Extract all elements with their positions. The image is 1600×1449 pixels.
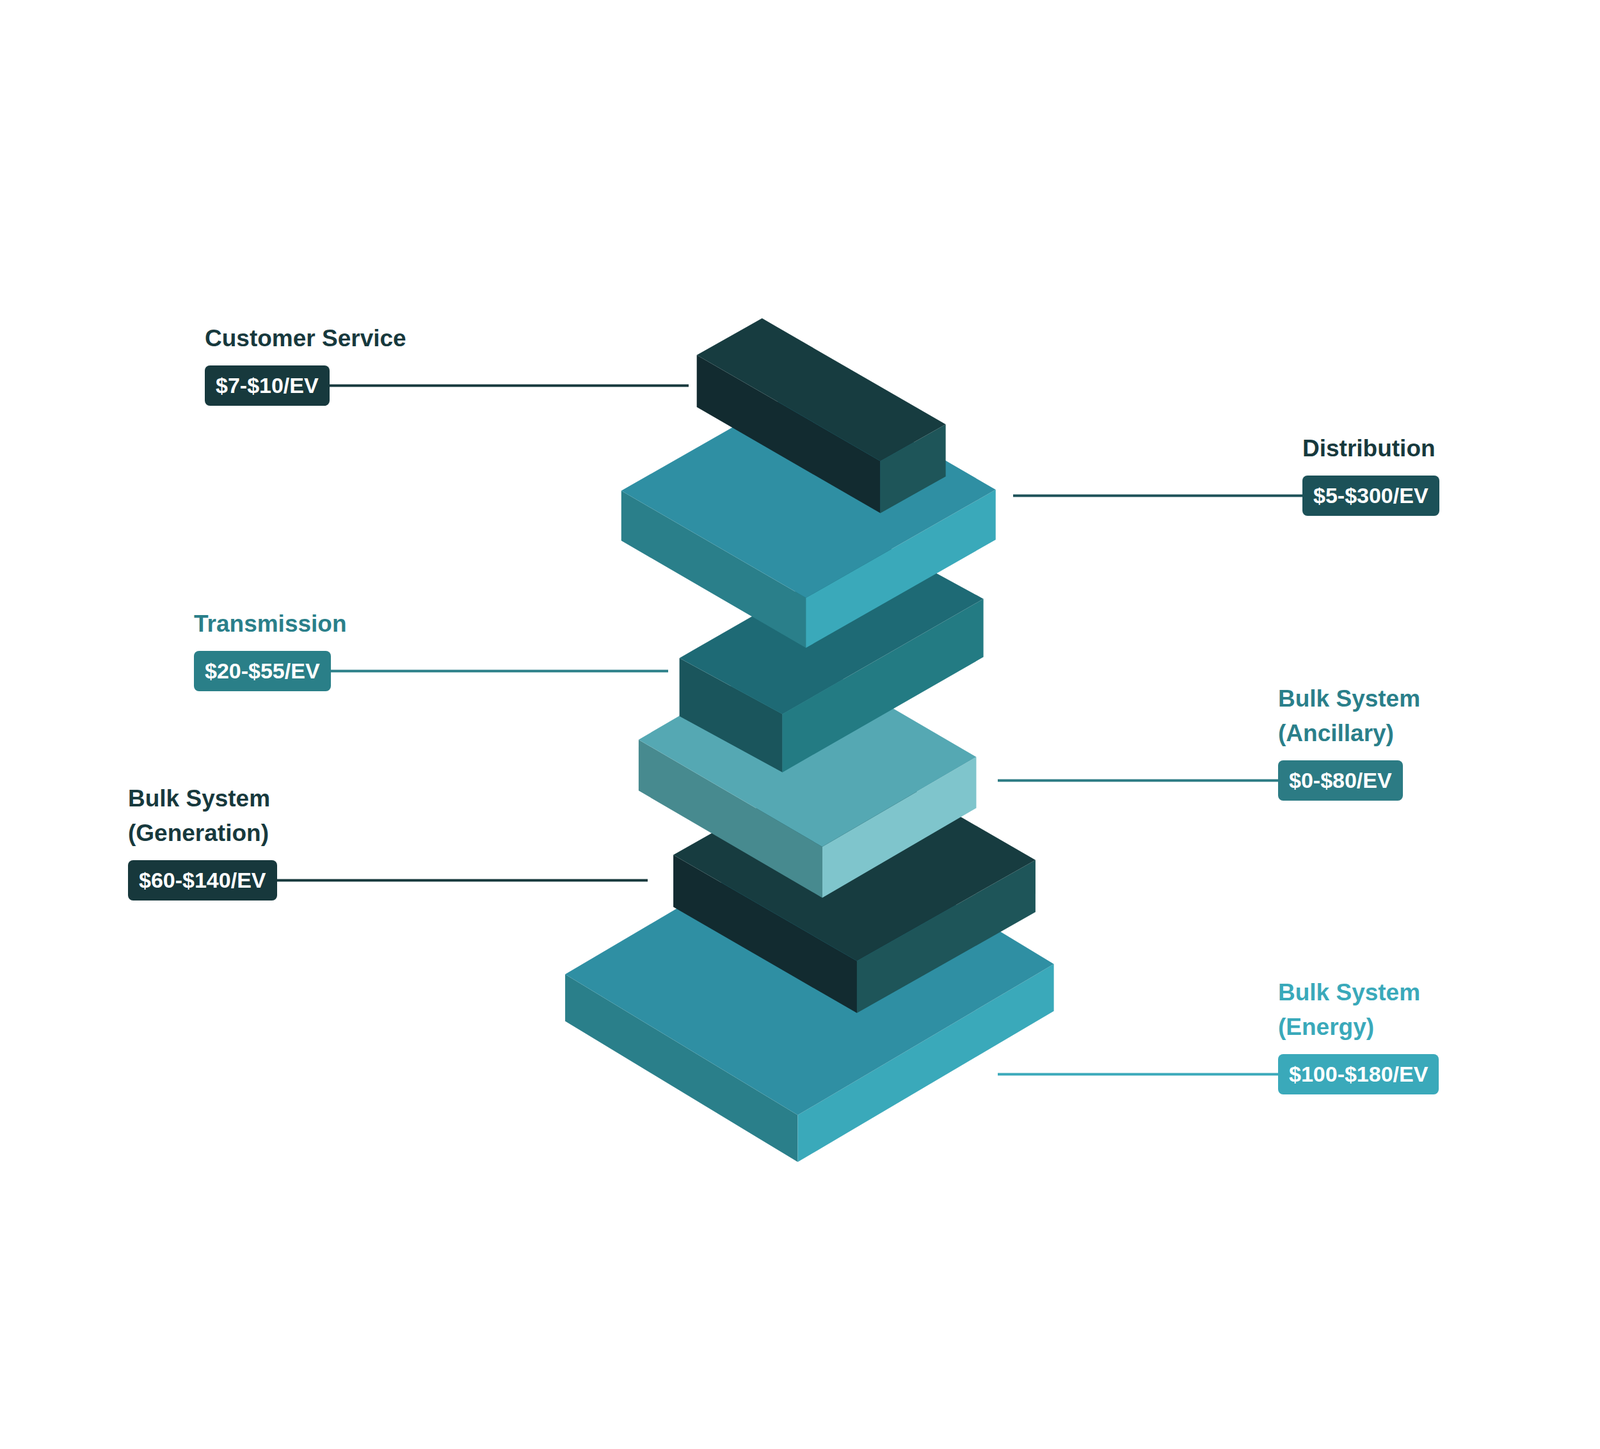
cost-range-tag: $0-$80/EV [1278, 760, 1403, 801]
price-callout: Distribution $5-$300/EV [1302, 431, 1440, 516]
slab-top-face [696, 318, 946, 461]
price-callout: Customer Service $7-$10/EV [204, 321, 407, 406]
cost-range-tag: $5-$300/EV [1302, 475, 1440, 516]
price-callout: Transmission $20-$55/EV [193, 606, 347, 692]
cost-range-tag: $100-$180/EV [1278, 1054, 1439, 1095]
cost-category: Bulk System (Energy) [1278, 975, 1471, 1045]
cost-range-tag: $60-$140/EV [128, 860, 278, 901]
slab [696, 318, 946, 513]
leader-line [329, 384, 689, 388]
cost-range-tag: $7-$10/EV [204, 365, 330, 406]
price-callout: Bulk System (Ancillary) $0-$80/EV [1278, 681, 1471, 801]
price-callout: Bulk System (Generation) $60-$140/EV [128, 781, 320, 901]
cost-category: Bulk System (Ancillary) [1278, 681, 1471, 751]
leader-line [277, 879, 649, 882]
cost-category: Transmission [193, 606, 347, 642]
cost-category: Distribution [1302, 431, 1440, 466]
leader-line [997, 1073, 1279, 1076]
cost-category: Bulk System (Generation) [128, 781, 320, 851]
leader-line [1013, 494, 1303, 498]
price-callout: Bulk System (Energy) $100-$180/EV [1278, 975, 1471, 1095]
cost-range-tag: $20-$55/EV [193, 650, 331, 692]
leader-line [330, 670, 669, 673]
leader-line [997, 779, 1279, 783]
cost-category: Customer Service [204, 321, 407, 356]
